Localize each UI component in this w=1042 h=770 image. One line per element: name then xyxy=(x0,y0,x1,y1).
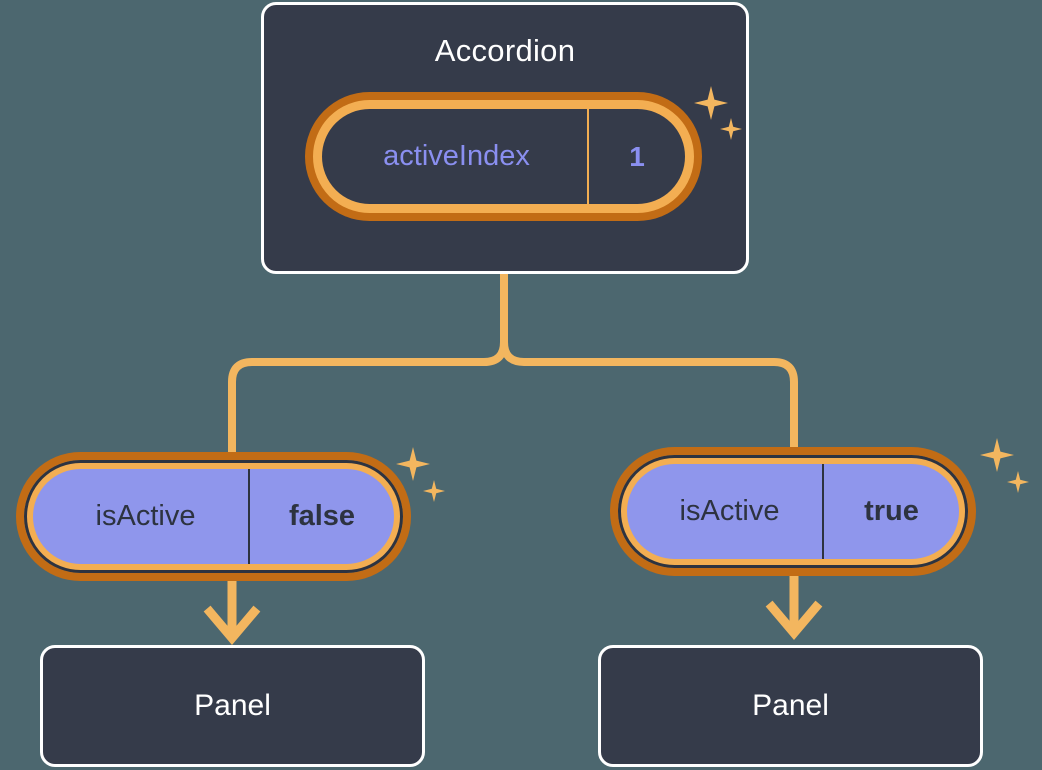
state-key: isActive xyxy=(679,495,780,527)
state-key: isActive xyxy=(95,500,196,532)
branch-to-left-state xyxy=(228,270,508,464)
arrow-down-icon-right xyxy=(765,573,823,640)
state-value: 1 xyxy=(587,109,685,204)
sparkle-large-icon xyxy=(396,447,430,481)
component-title: Panel xyxy=(752,689,829,722)
component-title: Accordion xyxy=(434,33,576,68)
component-node-panel-right[interactable]: Panel xyxy=(598,645,983,767)
component-node-panel-left[interactable]: Panel xyxy=(40,645,425,767)
state-pill-isactive-left[interactable]: isActive false xyxy=(24,460,403,573)
state-key: activeIndex xyxy=(383,140,530,172)
sparkle-small-icon xyxy=(1007,471,1029,493)
state-pill-activeindex[interactable]: activeIndex 1 xyxy=(313,100,694,213)
branch-to-right-state xyxy=(500,270,798,459)
component-title: Panel xyxy=(194,689,271,722)
sparkles-icon-left xyxy=(396,447,456,517)
state-value: true xyxy=(822,464,959,559)
state-value: false xyxy=(248,469,394,564)
sparkles-icon-right xyxy=(980,438,1040,508)
state-pill-isactive-right[interactable]: isActive true xyxy=(618,455,968,568)
arrow-down-icon-left xyxy=(203,578,261,645)
sparkle-large-icon xyxy=(980,438,1014,472)
sparkle-small-icon xyxy=(423,480,445,502)
